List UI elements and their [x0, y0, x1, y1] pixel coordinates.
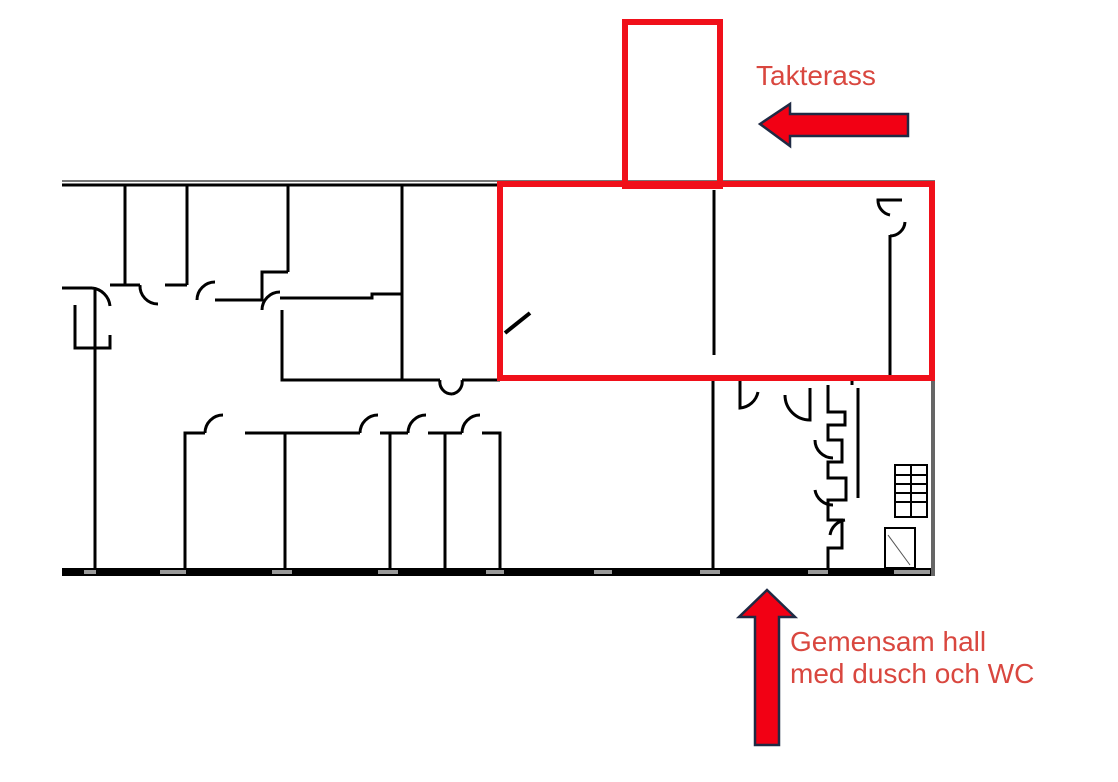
- interior-walls: [62, 186, 928, 569]
- roof-terrace-outline: [622, 19, 723, 189]
- highlighted-apartment: [497, 19, 935, 381]
- arrow-left-icon: [757, 101, 910, 149]
- shared-hall-label: Gemensam hall med dusch och WC: [790, 626, 1034, 690]
- apartment-outline: [497, 181, 935, 381]
- shared-hall-label-line2: med dusch och WC: [790, 658, 1035, 689]
- roof-terrace-label: Takterass: [756, 60, 876, 91]
- shared-hall-label-line1: Gemensam hall: [790, 626, 987, 657]
- arrow-up-icon: [735, 588, 799, 747]
